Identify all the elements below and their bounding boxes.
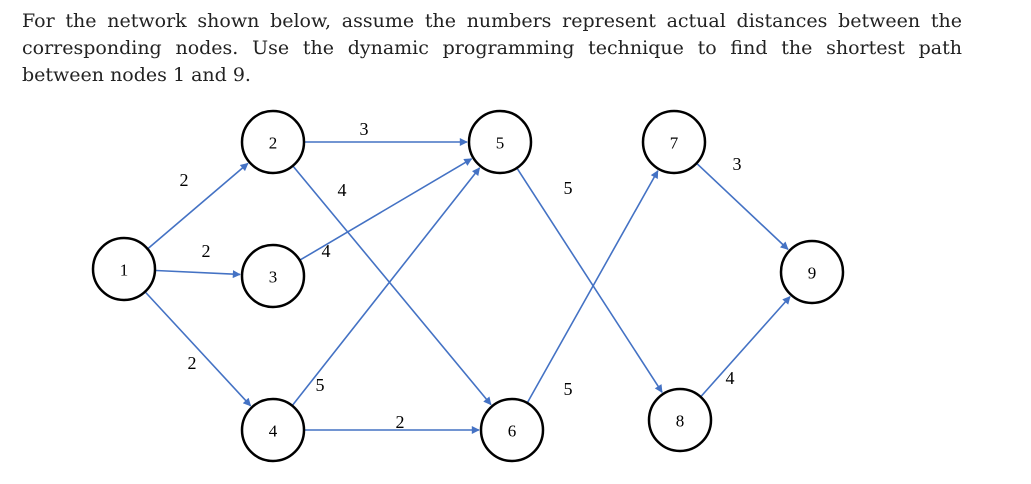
edge-weight-5-8: 5 xyxy=(564,178,573,198)
node-circle-2 xyxy=(240,109,306,175)
node-label-5: 5 xyxy=(496,134,505,153)
edge-line-3-5 xyxy=(300,158,473,261)
edge-weight-6-7: 5 xyxy=(564,379,573,399)
edge-line-8-9 xyxy=(700,296,791,397)
edge-weight-2-5: 3 xyxy=(360,119,369,139)
edge-weight-3-5: 4 xyxy=(322,241,331,261)
node-label-9: 9 xyxy=(808,264,817,283)
edge-1-4 xyxy=(145,291,252,407)
edge-1-3 xyxy=(155,269,241,279)
node-circle-3 xyxy=(240,243,306,309)
edge-3-5 xyxy=(300,158,473,261)
node-9: 9 xyxy=(779,239,845,305)
node-label-7: 7 xyxy=(670,134,679,153)
edge-line-1-3 xyxy=(155,269,241,279)
edge-weight-1-2: 2 xyxy=(180,170,189,190)
node-label-8: 8 xyxy=(676,412,685,431)
node-5: 5 xyxy=(467,109,533,175)
edge-5-8 xyxy=(516,168,663,393)
edge-8-9 xyxy=(700,296,791,397)
node-4: 4 xyxy=(240,397,306,463)
node-label-6: 6 xyxy=(508,422,517,441)
node-1: 1 xyxy=(91,236,157,302)
node-label-4: 4 xyxy=(269,422,278,441)
edge-weight-7-9: 3 xyxy=(733,154,742,174)
edge-weight-4-6: 2 xyxy=(396,412,405,432)
node-circle-5 xyxy=(467,109,533,175)
node-circle-9 xyxy=(779,239,845,305)
node-6: 6 xyxy=(479,397,545,463)
edge-line-5-8 xyxy=(516,168,663,393)
node-label-1: 1 xyxy=(120,261,129,280)
node-7: 7 xyxy=(641,109,707,175)
edge-weight-8-9: 4 xyxy=(726,368,735,388)
edge-weight-1-3: 2 xyxy=(202,241,211,261)
edge-2-6 xyxy=(292,166,492,406)
edge-weight-1-4: 2 xyxy=(188,353,197,373)
node-8: 8 xyxy=(647,387,713,453)
edge-line-6-7 xyxy=(526,170,659,403)
edge-line-7-9 xyxy=(696,163,789,250)
node-circle-6 xyxy=(479,397,545,463)
node-circle-4 xyxy=(240,397,306,463)
node-circle-1 xyxy=(91,236,157,302)
edge-1-2 xyxy=(147,162,249,249)
edge-6-7 xyxy=(526,170,659,403)
node-circle-8 xyxy=(647,387,713,453)
node-2: 2 xyxy=(240,109,306,175)
problem-statement: For the network shown below, assume the … xyxy=(22,10,962,86)
edge-weight-2-6: 4 xyxy=(338,180,347,200)
node-circle-7 xyxy=(641,109,707,175)
edge-7-9 xyxy=(696,163,789,250)
node-label-2: 2 xyxy=(269,134,278,153)
edge-line-2-6 xyxy=(292,166,492,406)
edge-line-1-4 xyxy=(145,291,252,407)
edge-line-4-5 xyxy=(292,167,481,406)
edge-line-1-2 xyxy=(147,162,249,249)
edge-weight-4-5: 5 xyxy=(316,375,325,395)
edge-4-5 xyxy=(292,167,481,406)
node-3: 3 xyxy=(240,243,306,309)
node-label-3: 3 xyxy=(269,268,278,287)
